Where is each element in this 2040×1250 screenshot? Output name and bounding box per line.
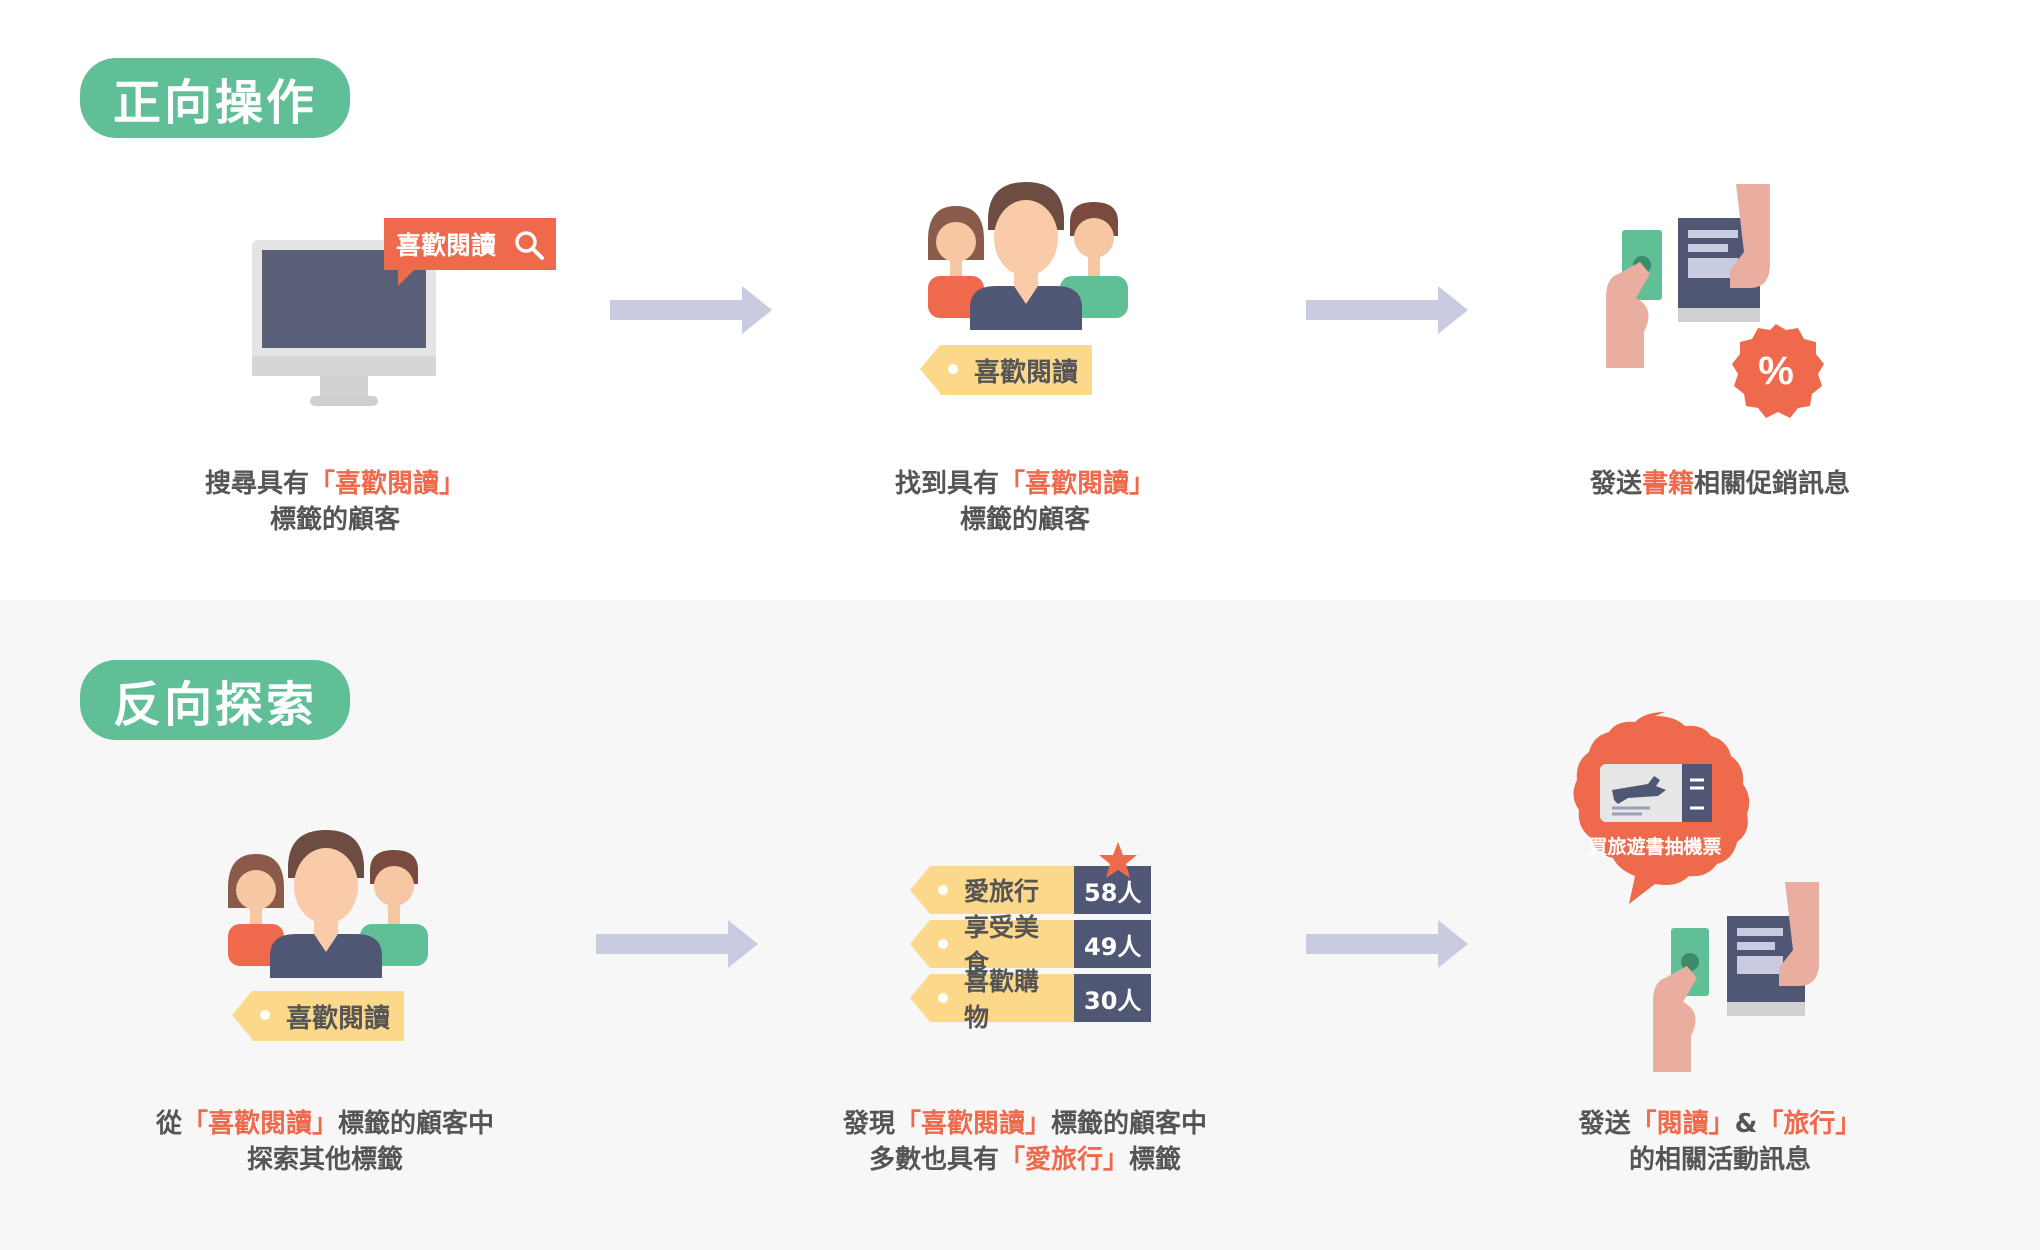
search-bubble-text: 喜歡閱讀: [396, 231, 497, 260]
people-tag-label: 喜歡閱讀: [231, 991, 405, 1041]
arrow-right-icon: [596, 920, 758, 968]
people-tag: 喜歡閱讀: [919, 345, 1093, 395]
monitor-icon: [252, 240, 436, 406]
people-group-icon: [228, 830, 428, 978]
forward-section: 正向操作 喜歡閱讀: [0, 0, 2040, 600]
bubble-tail: [398, 270, 414, 286]
forward-step1-caption: 搜尋具有「喜歡閱讀」 標籤的顧客: [204, 469, 466, 535]
reverse-title: 反向探索: [80, 660, 350, 740]
ticket-badge: [1573, 712, 1750, 904]
forward-step3-caption: 發送書籍相關促銷訊息: [1589, 469, 1851, 499]
reverse-step3-caption: 發送「閱讀」&「旅行」 的相關活動訊息: [1578, 1109, 1862, 1175]
tag-row: 愛旅行 58人: [910, 866, 1152, 914]
search-bubble: 喜歡閱讀: [384, 218, 556, 286]
forward-title: 正向操作: [80, 58, 350, 138]
reverse-section: 反向探索 喜歡閱讀 愛旅行 58人 享受美食 49人 喜歡購物: [0, 600, 2040, 1250]
people-tag: 喜歡閱讀: [231, 991, 405, 1041]
ticket-badge-text: 買旅遊書抽機票: [1588, 836, 1722, 858]
book-purchase-icon: %: [1606, 184, 1824, 418]
tag-row: 喜歡購物 30人: [910, 967, 1152, 1032]
percent-icon: %: [1758, 349, 1794, 393]
reverse-step1-caption: 從「喜歡閱讀」標籤的顧客中 探索其他標籤: [155, 1109, 495, 1175]
tag-list: 愛旅行 58人 享受美食 49人 喜歡購物 30人: [910, 866, 1152, 1032]
reverse-step2-caption: 發現「喜歡閱讀」標籤的顧客中 多數也具有「愛旅行」標籤: [842, 1109, 1208, 1175]
people-group-icon: [928, 182, 1128, 330]
arrow-right-icon: [1306, 286, 1468, 334]
arrow-right-icon: [610, 286, 772, 334]
search-icon: [515, 231, 544, 260]
tag-row: 享受美食 49人: [910, 913, 1152, 978]
forward-step2-caption: 找到具有「喜歡閱讀」 標籤的顧客: [894, 469, 1156, 535]
star-icon: [1099, 842, 1137, 878]
people-tag-label: 喜歡閱讀: [919, 345, 1093, 395]
book-purchase-icon: [1653, 882, 1819, 1072]
arrow-right-icon: [1306, 920, 1468, 968]
